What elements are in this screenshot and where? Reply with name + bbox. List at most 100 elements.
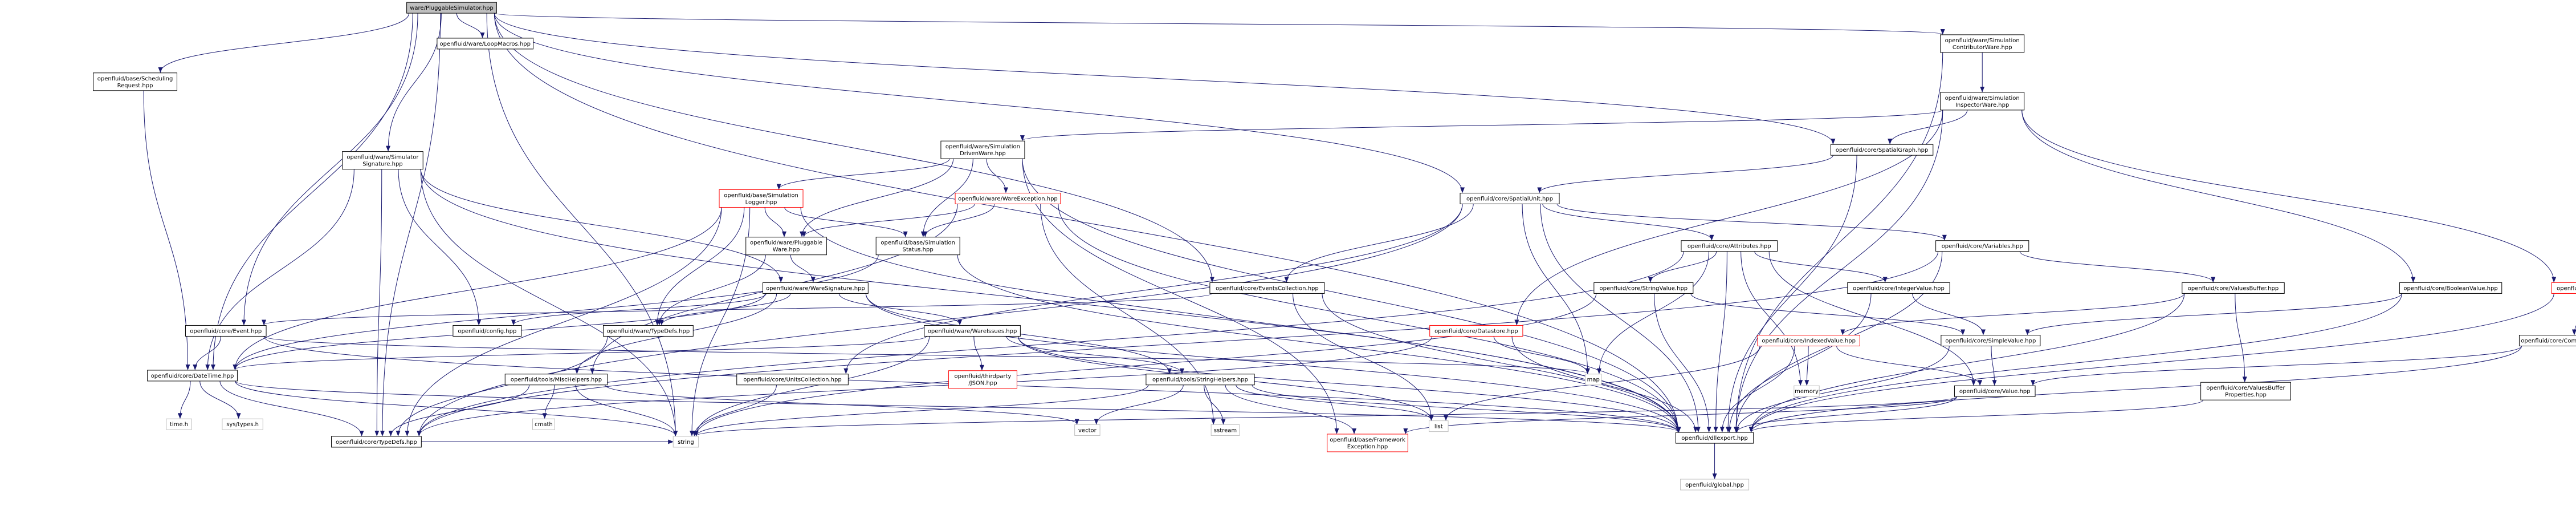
node-indexedvalue[interactable]: openfluid/core/IndexedValue.hpp	[1757, 335, 1860, 347]
node-wareexc[interactable]: openfluid/ware/WareException.hpp	[955, 192, 1061, 204]
node-attributes[interactable]: openfluid/core/Attributes.hpp	[1681, 240, 1778, 252]
edge-datetime-to-coretypedefs	[219, 380, 364, 436]
node-thirdjson[interactable]: openfluid/thirdparty/JSON.hpp	[948, 370, 1017, 389]
node-waresig[interactable]: openfluid/ware/WareSignature.hpp	[763, 282, 869, 294]
edge-datastore-to-dllexport	[1511, 336, 1698, 433]
edge-matrixvalue-to-dllexport	[1748, 293, 2554, 433]
node-datetime[interactable]: openfluid/core/DateTime.hpp	[147, 370, 238, 382]
edge-simlogger-to-datetime	[233, 207, 722, 370]
edge-datetime-to-string	[234, 380, 678, 436]
node-simplevalue[interactable]: openfluid/core/SimpleValue.hpp	[1941, 335, 2041, 347]
node-coretypedefs[interactable]: openfluid/core/TypeDefs.hpp	[331, 436, 422, 448]
node-box	[948, 370, 1017, 389]
node-box	[1794, 385, 1820, 397]
edge-root-to-simsig	[386, 13, 442, 152]
edge-wareexc-to-simstatus	[923, 204, 995, 237]
edge-indexedvalue-to-value	[1836, 346, 1983, 386]
node-label: openfluid/core/SpatialGraph.hpp	[1836, 147, 1928, 153]
edge-attributes-to-dllexport	[1713, 251, 1727, 433]
edge-booleanvalue-to-simplevalue	[2025, 293, 2402, 335]
node-booleanvalue[interactable]: openfluid/core/BooleanValue.hpp	[2399, 282, 2502, 294]
node-label: openfluid/core/MatrixValue.hpp	[2557, 285, 2576, 292]
node-matrixvalue[interactable]: openfluid/core/MatrixValue.hpp	[2551, 282, 2576, 294]
node-wareissues[interactable]: openfluid/ware/WareIssues.hpp	[924, 325, 1021, 337]
edge-spatialgraph-to-spatialunit	[1537, 155, 1833, 193]
node-label: sys/types.h	[226, 422, 259, 428]
node-inspectware[interactable]: openfluid/ware/SimulationInspectorWare.h…	[1940, 92, 2025, 111]
node-box	[504, 374, 608, 386]
node-label: openfluid/ware/Simulation	[945, 144, 1020, 150]
edge-wareissues-to-dllexport	[1017, 336, 1681, 433]
node-dllexport[interactable]: openfluid/dllexport.hpp	[1675, 432, 1754, 444]
node-box	[1757, 335, 1860, 347]
node-label: openfluid/ware/Pluggable	[750, 240, 822, 246]
node-vector: vector	[1074, 424, 1100, 436]
node-variables[interactable]: openfluid/core/Variables.hpp	[1935, 240, 2029, 252]
node-compoundvalue[interactable]: openfluid/core/CompoundValue.hpp	[2518, 335, 2576, 347]
node-label: openfluid/base/Simulation	[724, 192, 798, 199]
node-contribware[interactable]: openfluid/ware/SimulationContributorWare…	[1940, 34, 2025, 53]
node-stringvalue[interactable]: openfluid/core/StringValue.hpp	[1593, 282, 1694, 294]
edge-indexedvalue-to-list	[1444, 346, 1760, 421]
edge-simlogger-to-coretypedefs	[405, 207, 722, 436]
node-box	[1210, 424, 1240, 436]
node-box	[1585, 374, 1602, 386]
edge-eventscoll-to-event	[262, 293, 1213, 326]
node-datastore[interactable]: openfluid/core/Datastore.hpp	[1429, 325, 1523, 337]
edge-inspectware-to-dllexport	[1734, 110, 1943, 433]
node-label: openfluid/core/IntegerValue.hpp	[1853, 285, 1945, 292]
edge-waresig-to-wareissues	[838, 293, 962, 326]
node-box	[2200, 382, 2291, 400]
edge-contribware-to-dllexport	[1734, 52, 1943, 433]
edge-simsig-to-datetime	[205, 169, 354, 370]
node-integervalue[interactable]: openfluid/core/IntegerValue.hpp	[1847, 282, 1950, 294]
node-eventscoll[interactable]: openfluid/core/EventsCollection.hpp	[1209, 282, 1325, 294]
node-box	[342, 151, 423, 170]
edge-simplevalue-to-dllexport	[1734, 346, 1950, 433]
edges-layer	[143, 13, 2576, 479]
node-unitscoll[interactable]: openfluid/core/UnitsCollection.hpp	[736, 374, 849, 386]
node-box	[2182, 282, 2285, 294]
node-box	[1940, 92, 2025, 111]
node-label: openfluid/core/CompoundValue.hpp	[2521, 338, 2576, 345]
edge-wareexc-to-pluggware	[801, 204, 975, 237]
node-label: Ware.hpp	[773, 247, 800, 253]
node-waretypedefs[interactable]: openfluid/ware/TypeDefs.hpp	[602, 325, 694, 337]
node-label: openfluid/base/Simulation	[881, 240, 955, 246]
edge-valuesbuffer-to-valuesbufprops	[2235, 293, 2247, 383]
edge-value-to-fwexc	[1403, 396, 1957, 434]
node-value[interactable]: openfluid/core/Value.hpp	[1954, 385, 2036, 397]
node-valuesbuffer[interactable]: openfluid/core/ValuesBuffer.hpp	[2182, 282, 2285, 294]
node-spatialgraph[interactable]: openfluid/core/SpatialGraph.hpp	[1830, 144, 1934, 156]
node-valuesbufprops[interactable]: openfluid/core/ValuesBufferProperties.hp…	[2200, 382, 2291, 400]
edge-inspectware-to-booleanvalue	[2021, 110, 2416, 283]
edge-variables-to-valuesbuffer	[2019, 251, 2216, 283]
node-label: openfluid/core/Value.hpp	[1959, 388, 2031, 395]
node-loopmacros[interactable]: openfluid/ware/LoopMacros.hpp	[437, 38, 534, 50]
node-mischelpers[interactable]: openfluid/tools/MiscHelpers.hpp	[504, 374, 608, 386]
node-stringhelpers[interactable]: openfluid/tools/StringHelpers.hpp	[1146, 374, 1255, 386]
edge-spatialunit-to-variables	[1556, 204, 1947, 241]
edge-spatialunit-to-map	[1522, 204, 1590, 374]
node-systypes: sys/types.h	[222, 418, 263, 430]
node-box	[1935, 240, 2029, 252]
node-box	[1428, 420, 1449, 432]
node-spatialunit[interactable]: openfluid/core/SpatialUnit.hpp	[1460, 192, 1560, 204]
node-config[interactable]: openfluid/config.hpp	[453, 325, 522, 337]
edge-root-to-schedreq	[158, 13, 410, 73]
node-box	[955, 192, 1061, 204]
edge-stringhelpers-to-vector	[1094, 384, 1184, 425]
edge-simsig-to-config	[398, 169, 482, 326]
node-event[interactable]: openfluid/core/Event.hpp	[185, 325, 267, 337]
node-label: openfluid/core/Attributes.hpp	[1688, 244, 1771, 250]
edge-mischelpers-to-string	[575, 384, 678, 436]
node-box	[1847, 282, 1950, 294]
node-box	[93, 72, 178, 91]
